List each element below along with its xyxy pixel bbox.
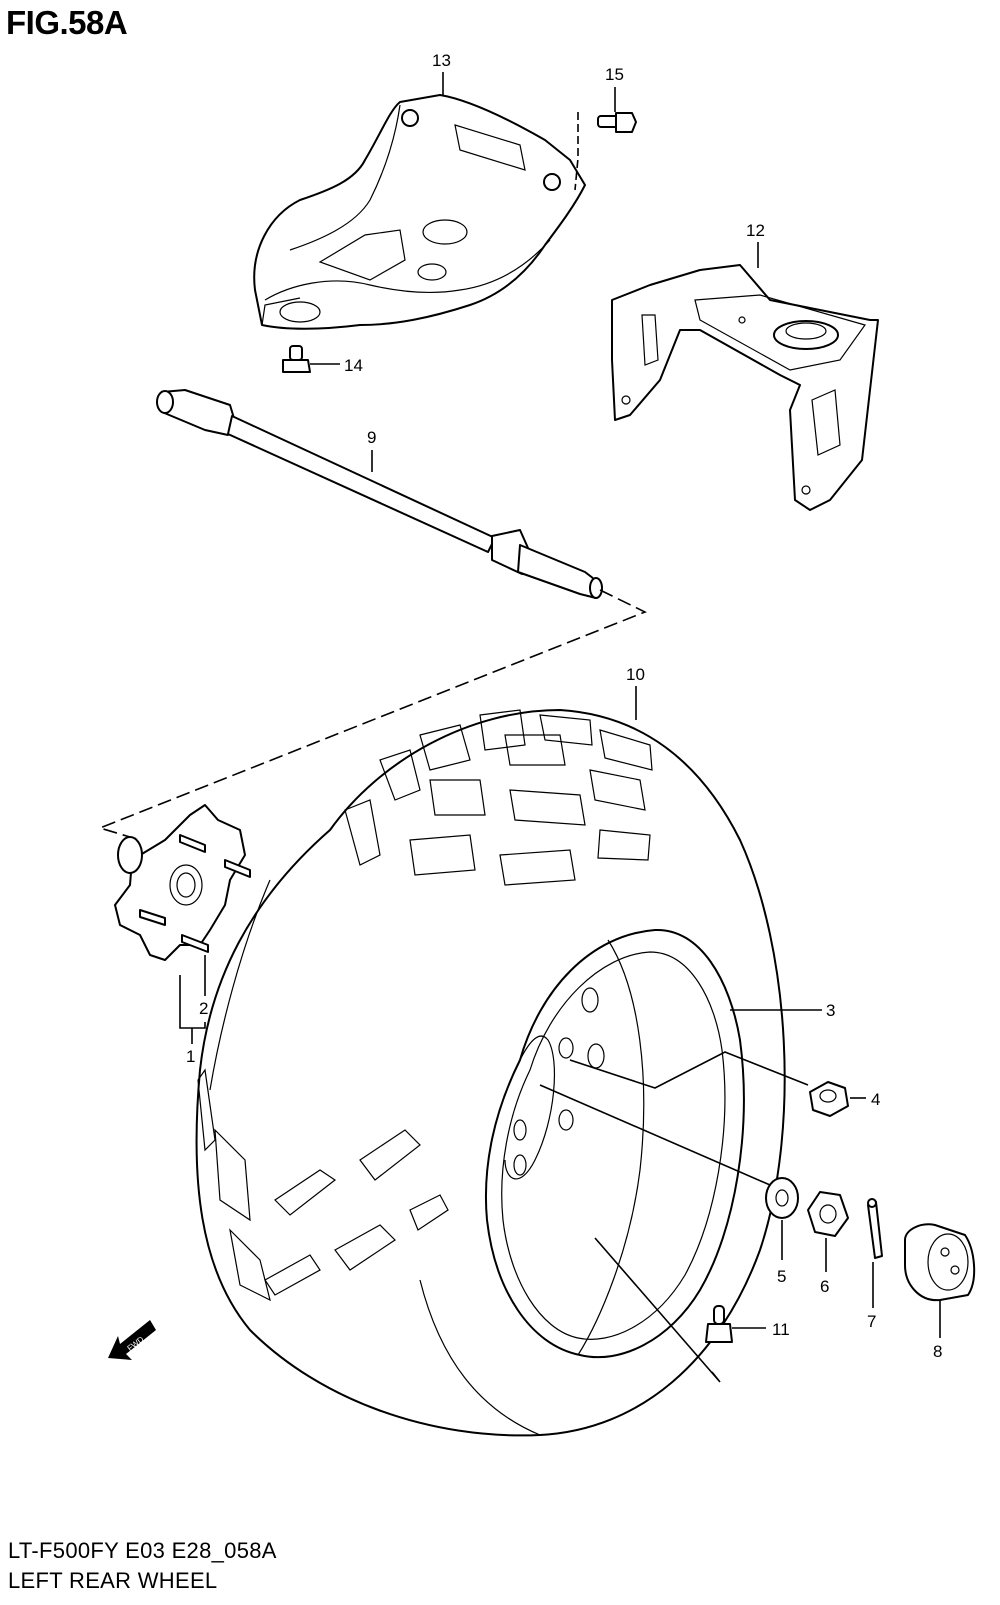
callout-7: 7 [867, 1312, 876, 1331]
forward-direction-arrow-icon: FWD [108, 1320, 156, 1360]
part-4-wheel-nut[interactable] [809, 1081, 849, 1117]
part-14-bolt[interactable] [282, 345, 311, 373]
callout-4: 4 [871, 1090, 880, 1109]
part-13-guard[interactable] [253, 94, 586, 330]
part-11-valve-stem[interactable] [705, 1305, 733, 1343]
part-3-wheel-rim[interactable] [484, 928, 745, 1359]
callout-1: 1 [186, 1047, 195, 1066]
callout-5: 5 [777, 1267, 786, 1286]
part-2-hub-stud[interactable] [139, 834, 251, 953]
callout-10: 10 [626, 665, 645, 684]
figure-name: LEFT REAR WHEEL [8, 1568, 218, 1593]
part-15-bolt[interactable] [597, 112, 637, 133]
callout-2: 2 [199, 999, 208, 1018]
part-8-hub-cap[interactable] [904, 1223, 976, 1302]
figure-title: FIG.58A [6, 4, 128, 41]
part-6-castle-nut[interactable] [807, 1191, 849, 1237]
callout-15: 15 [605, 65, 624, 84]
callout-8: 8 [933, 1342, 942, 1361]
callout-12: 12 [746, 221, 765, 240]
figure-code: LT-F500FY E03 E28_058A [8, 1538, 277, 1563]
part-1-hub[interactable] [114, 804, 246, 961]
part-12-bracket[interactable] [611, 264, 879, 511]
part-9-drive-shaft[interactable] [156, 389, 603, 599]
callout-14: 14 [344, 356, 363, 375]
part-7-cotter-pin[interactable] [867, 1198, 883, 1259]
callout-3: 3 [826, 1001, 835, 1020]
callout-11: 11 [772, 1320, 790, 1339]
callout-13: 13 [432, 51, 451, 70]
part-5-washer[interactable] [765, 1177, 799, 1219]
callout-6: 6 [820, 1277, 829, 1296]
callout-9: 9 [367, 428, 376, 447]
